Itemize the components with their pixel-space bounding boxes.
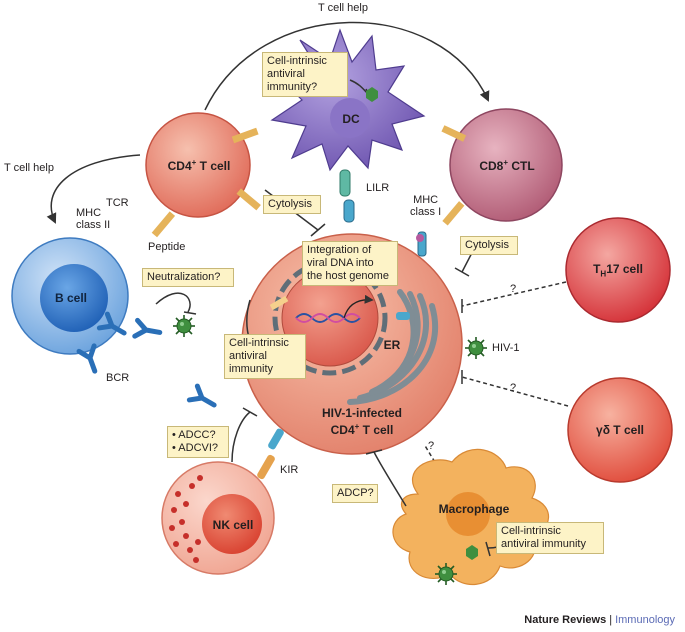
er-label: ER: [383, 338, 401, 352]
nk-cell: [161, 428, 284, 575]
neutralization-box: Neutralization?: [142, 268, 234, 287]
hiv-1-label: HIV-1: [492, 342, 520, 354]
t-cell-help-arrow-left: [46, 154, 141, 224]
gamma-delta-t-cell: [567, 377, 673, 483]
t-cell-help-arrow-top: [204, 21, 490, 111]
journal-name: Immunology: [615, 614, 675, 626]
journal-credit: Nature Reviews|Immunology: [524, 614, 675, 626]
dendritic-cell: [270, 28, 426, 223]
b-cell: [11, 237, 128, 374]
nk-cell-label: NK cell: [212, 518, 254, 532]
free-antibody-nk: [189, 386, 218, 412]
cd4-t-cell-label: CD4+ T cell: [167, 158, 231, 173]
dc-label: DC: [342, 112, 360, 126]
virion-er: [396, 312, 410, 320]
question-th17: ?: [510, 283, 517, 295]
question-macrophage: ?: [428, 440, 435, 452]
tcr-label: TCR: [106, 197, 129, 209]
endoplasmic-reticulum: [347, 289, 439, 405]
mhc-class-i-infected: [416, 231, 427, 257]
question-gd: ?: [510, 382, 517, 394]
t-cell-help-left-label: T cell help: [4, 162, 54, 174]
neutralized-virion: [172, 314, 196, 338]
gd-inhibition-line: [461, 376, 569, 407]
dna-helix: [295, 294, 374, 323]
virion-macrophage: [434, 562, 458, 586]
macrophage-dashed-line: [423, 443, 443, 475]
dc-virion: [366, 87, 378, 102]
th17-cell: [565, 217, 671, 323]
infected-cell-label: HIV-1-infected CD4+ T cell: [321, 406, 402, 437]
cd8-ctl-label: CD8+ CTL: [479, 158, 535, 173]
hiv-virion-cell: [464, 336, 488, 360]
peptide-label: Peptide: [148, 241, 186, 253]
lilr-label: LILR: [366, 182, 390, 194]
b-cell-label: B cell: [54, 291, 87, 305]
th17-label: TH17 cell: [593, 262, 643, 279]
cytolysis-right-box: Cytolysis: [460, 236, 518, 255]
bcr-label: BCR: [106, 372, 130, 384]
th17-inhibition-line: [461, 281, 567, 307]
cd4-t-cell: [145, 112, 261, 238]
infected-cd4-t-cell: [241, 231, 488, 455]
publisher-name: Nature Reviews: [524, 614, 607, 626]
gd-t-cell-label: γδ T cell: [596, 423, 644, 437]
macrophage: [392, 448, 550, 586]
macrophage-label: Macrophage: [438, 502, 510, 516]
adcp-box: ADCP?: [332, 484, 378, 503]
free-antibody-bcell: [135, 320, 161, 340]
credit-separator: |: [609, 614, 613, 626]
t-cell-help-top-label: T cell help: [318, 2, 368, 14]
cd8-ctl: [441, 108, 563, 226]
adcc-adcvi-box: • ADCC?• ADCVI?: [167, 426, 229, 458]
cytolysis-left-box: Cytolysis: [263, 195, 321, 214]
kir-label: KIR: [280, 464, 299, 476]
